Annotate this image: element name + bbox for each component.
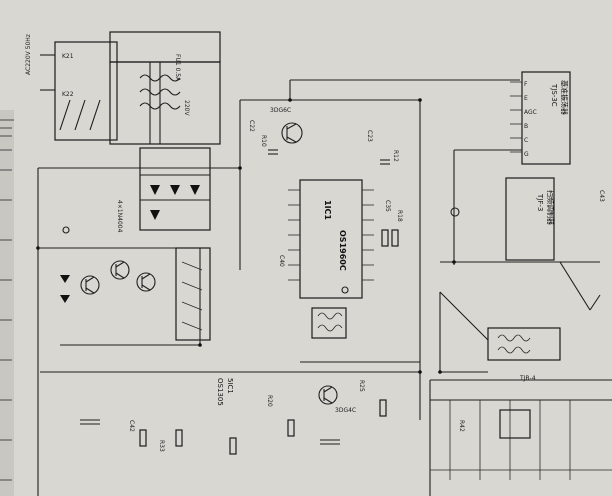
tracer-label: TJB-4 [519, 375, 536, 382]
ic5-part: OS1305 [216, 378, 224, 406]
ic1-coil [311, 307, 347, 339]
sweep-module: 扫频调制器 TJF-3 [440, 149, 601, 311]
ic1-part: OS1960C [338, 230, 347, 271]
osc-pin-f: F [524, 81, 528, 88]
res-r18: R18 [396, 210, 403, 222]
osc-pin-g: G [524, 151, 529, 158]
switch-label-2: K22 [62, 91, 74, 98]
res-r33: R33 [158, 440, 165, 452]
q2-label: 3DG4C [335, 407, 356, 414]
ic5-ref: 5IC1 [226, 378, 234, 394]
switch-bank [175, 247, 211, 341]
junction-dots [36, 98, 456, 374]
osc-pin-e: E [524, 95, 528, 102]
osc-pin-agc: AGC [524, 109, 537, 116]
osc-module: F E AGC B C G 基准振荡器 TJS-3C [510, 71, 571, 165]
component-labels: C22 C23 C35 C40 C42 C43 R10 R12 R18 R20 … [128, 120, 605, 452]
res-r42: R42 [458, 420, 465, 432]
osc-pin-c: C [524, 137, 528, 144]
power-input-section: AC220V 50Hz K21 K22 220V FU1 0.5A [25, 31, 221, 145]
passive-symbols [62, 149, 460, 455]
sweep-module-title: 扫频调制器 [546, 190, 555, 225]
ic1-ref: 1IC1 [323, 200, 332, 220]
q1-label: 3DG6C [270, 107, 291, 114]
left-transistors [60, 260, 156, 303]
rectifier-label: 4×1N4004 [116, 200, 123, 233]
fuse-label: FU1 0.5A [174, 54, 181, 82]
cap-c35: C35 [384, 200, 391, 212]
cap-c43: C43 [598, 190, 605, 202]
lower-right-cluster [430, 399, 612, 480]
osc-module-title: 基准振荡器 [560, 80, 569, 115]
power-in-label: AC220V 50Hz [25, 34, 32, 75]
cap-c42: C42 [128, 420, 135, 432]
transformer-label: 220V [183, 100, 190, 116]
switch-label-1: K21 [62, 53, 74, 60]
ic1: 1IC1 OS1960C [288, 179, 374, 299]
res-r10: R10 [260, 135, 267, 147]
res-r20: R20 [266, 395, 273, 407]
cap-c40: C40 [278, 255, 285, 267]
rectifier-bridge: 4×1N4004 [116, 147, 211, 233]
ic5: 5IC1 OS1305 [190, 371, 250, 406]
osc-module-part: TJS-3C [550, 83, 558, 107]
sweep-module-part: TJF-3 [536, 193, 544, 211]
binding-strip [0, 110, 14, 496]
transistor-q1: 3DG6C [270, 107, 303, 144]
cap-c22: C22 [248, 120, 255, 132]
osc-pin-b: B [524, 123, 528, 130]
res-r12: R12 [392, 150, 399, 162]
res-r25: R25 [358, 380, 365, 392]
output-transformer: TJB-4 [439, 291, 561, 382]
transistor-q2: 3DG4C [318, 385, 356, 414]
cap-c23: C23 [366, 130, 373, 142]
